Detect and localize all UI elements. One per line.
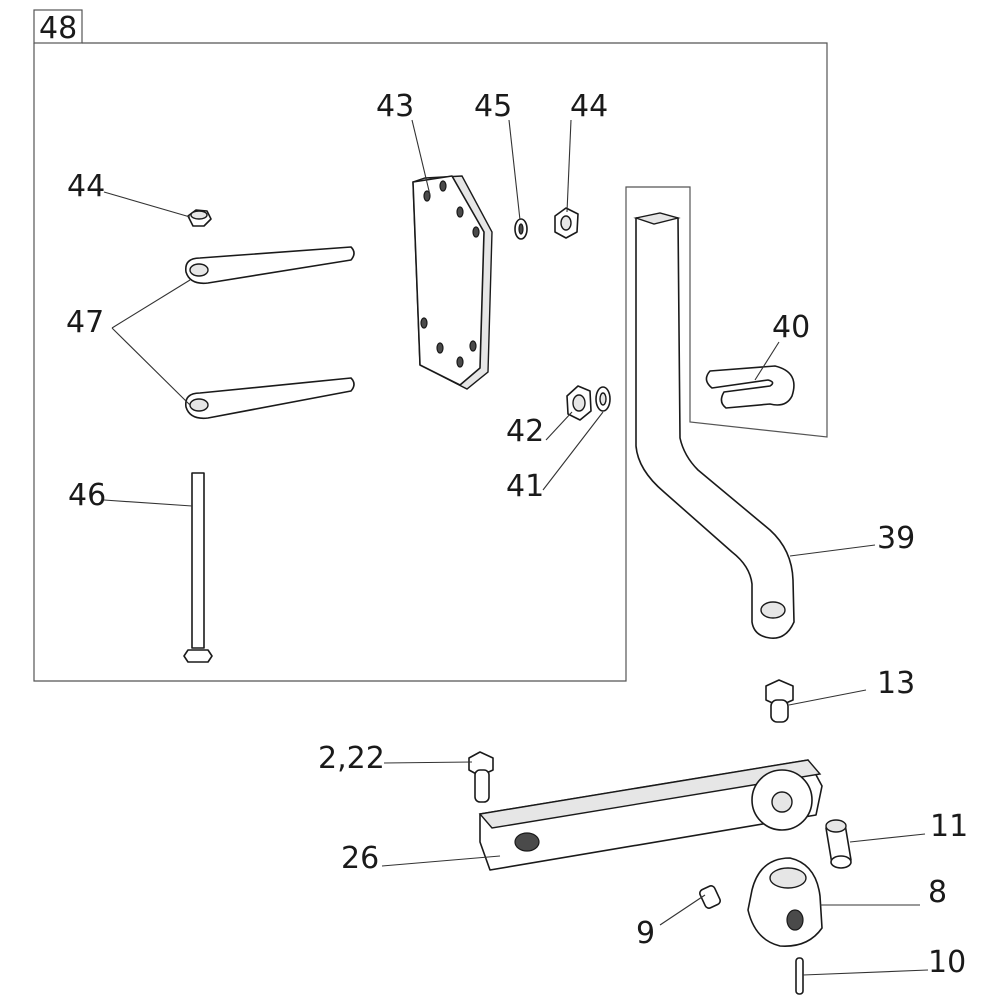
callout-10: 10 (928, 945, 966, 980)
callout-labels: 44 47 46 43 45 44 42 41 40 39 13 2,22 26… (66, 89, 968, 980)
callout-11: 11 (930, 809, 968, 844)
leader-lines (103, 119, 929, 976)
callout-26: 26 (341, 841, 379, 876)
callout-39: 39 (877, 521, 915, 556)
part-11-pin (825, 819, 852, 869)
callout-2-22: 2,22 (318, 741, 385, 776)
callout-40: 40 (772, 310, 810, 345)
part-47-rod-upper (184, 246, 355, 285)
part-42-nut (566, 385, 592, 421)
part-13-bolt (765, 679, 794, 723)
group-48-label: 48 (39, 11, 77, 46)
part-44-nut-left (187, 209, 212, 227)
part-40-u-pin (705, 365, 795, 409)
callout-41: 41 (506, 469, 544, 504)
callout-9: 9 (636, 916, 655, 951)
part-9-grease-nipple (699, 885, 721, 909)
callout-47: 47 (66, 305, 104, 340)
callout-8: 8 (928, 875, 947, 910)
part-39-bent-bar (633, 212, 795, 639)
callout-44-right: 44 (570, 89, 608, 124)
callout-43: 43 (376, 89, 414, 124)
part-44-nut-right (554, 207, 579, 239)
part-41-washer (595, 386, 611, 412)
callout-44-left: 44 (67, 169, 105, 204)
callout-42: 42 (506, 414, 544, 449)
part-45-spring-washer (514, 218, 528, 240)
callout-13: 13 (877, 666, 915, 701)
part-43-plate (412, 175, 493, 390)
callout-46: 46 (68, 478, 106, 513)
part-2-22-bolt (468, 751, 494, 803)
part-47-rod-lower (184, 377, 355, 420)
part-26-arm (478, 759, 823, 871)
part-10-pin (795, 957, 804, 995)
part-8-coupling-block (747, 857, 823, 947)
group-48-frame: 48 (33, 9, 828, 682)
callout-45: 45 (474, 89, 512, 124)
part-46-long-bolt (183, 472, 213, 663)
